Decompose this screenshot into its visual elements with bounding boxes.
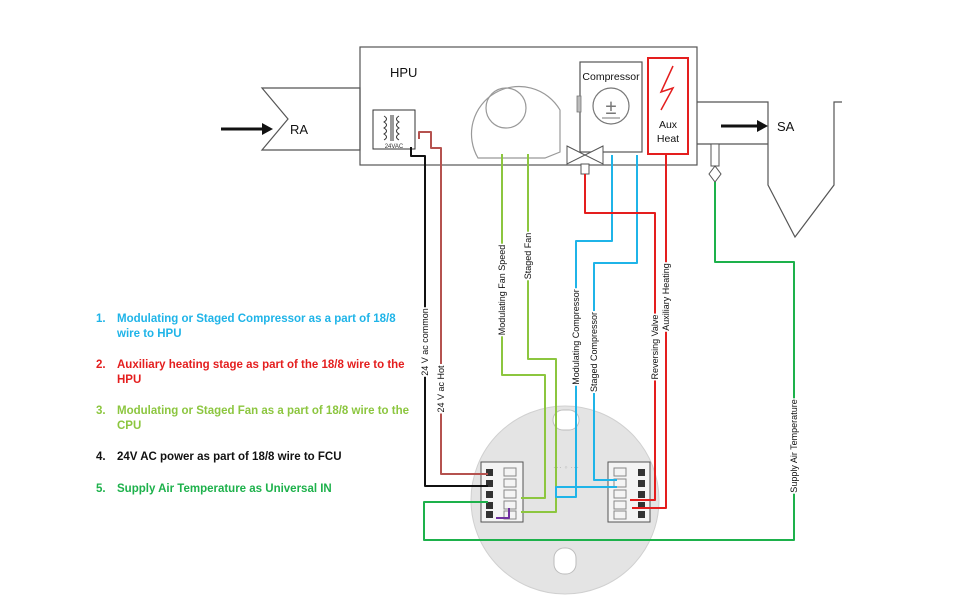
legend-number: 2. [96, 359, 106, 371]
label-auxiliary-heating: Auxiliary Heating [661, 263, 671, 331]
svg-text:⋯ ◦ ⋯: ⋯ ◦ ⋯ [553, 462, 579, 472]
legend-number: 3. [96, 405, 106, 417]
label-background [650, 313, 660, 381]
wire-labels: 24 V ac common 24 V ac Hot Modulating Fa… [420, 231, 799, 494]
legend-text: 24V AC power as part of 18/8 wire to FCU [117, 451, 342, 463]
compressor-box: Compressor ± [576, 61, 643, 153]
label-modulating-compressor: Modulating Compressor [571, 289, 581, 385]
hpu-label: HPU [390, 65, 417, 80]
aux-heat-box: Aux Heat [647, 57, 689, 155]
sa-label: SA [777, 119, 795, 134]
wire-24v-hot [418, 131, 488, 475]
reversing-valve-icon [566, 145, 604, 175]
wire-supply-air-temp [423, 182, 795, 541]
label-reversing-valve: Reversing Valve [650, 315, 660, 380]
heating-element-icon [659, 65, 675, 111]
label-supply-air-temp: Supply Air Temperature [789, 399, 799, 492]
label-background [497, 243, 507, 337]
transformer-voltage-label: 24VAC [385, 144, 404, 150]
label-modulating-fan: Modulating Fan Speed [497, 245, 507, 336]
transformer-icon: 24VAC [372, 109, 416, 150]
return-air-duct: RA [221, 87, 361, 151]
label-background [571, 288, 581, 386]
legend-text: Auxiliary heating stage as part of the 1… [117, 359, 405, 386]
legend-text: Modulating or Staged Compressor as a par… [117, 313, 396, 340]
legend-number: 4. [96, 451, 106, 463]
ra-label: RA [290, 122, 308, 137]
wire-modulating-compressor [555, 155, 617, 498]
supply-air-sensor-icon [710, 143, 720, 167]
label-background [589, 310, 599, 394]
supply-air-duct: SA [697, 101, 842, 239]
label-staged-fan: Staged Fan [523, 233, 533, 280]
label-24v-hot: 24 V ac Hot [436, 365, 446, 413]
label-background [420, 307, 430, 377]
label-background [789, 398, 799, 494]
blower-fan-icon [470, 85, 561, 159]
wire-reversing-valve [584, 174, 656, 501]
legend-text: Modulating or Staged Fan as a part of 18… [117, 405, 410, 432]
label-background [661, 262, 671, 332]
label-staged-compressor: Staged Compressor [589, 312, 599, 392]
label-background [523, 231, 533, 281]
thermostat-base-plate: ⋯ ◦ ⋯ [470, 405, 660, 595]
wire-staged-compressor [593, 155, 638, 481]
legend-text: Supply Air Temperature as Universal IN [117, 483, 332, 495]
wire-staged-fan [521, 154, 557, 513]
aux-heat-label-2: Heat [657, 133, 679, 145]
wire-24v-common [410, 147, 488, 487]
aux-heat-label-1: Aux [659, 119, 678, 131]
label-background [436, 363, 446, 414]
legend-number: 5. [96, 483, 106, 495]
compressor-label: Compressor [582, 71, 640, 83]
wire-jumper [496, 508, 510, 519]
label-24v-common: 24 V ac common [420, 308, 430, 376]
legend-number: 1. [96, 313, 106, 325]
compressor-symbol: ± [606, 97, 617, 119]
compressor-icon [592, 87, 630, 125]
